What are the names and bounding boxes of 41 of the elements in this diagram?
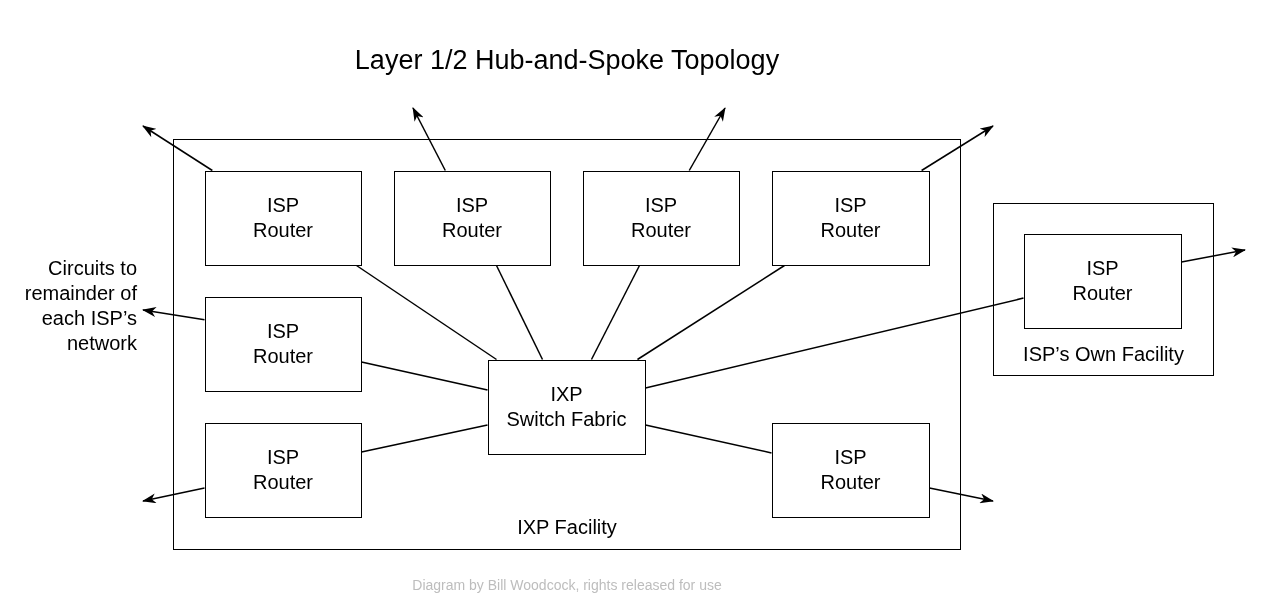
arrow (412, 107, 447, 172)
connector-line (644, 424, 773, 454)
diagram-title: Layer 1/2 Hub-and-Spoke Topology (354, 44, 780, 76)
arrow (688, 107, 726, 172)
arrow (142, 487, 206, 504)
credit-caption: Diagram by Bill Woodcock, rights released for use (412, 576, 722, 594)
router-box (771, 170, 930, 266)
router-label: ISP Router (820, 193, 881, 243)
connector-line (360, 424, 489, 453)
arrow (928, 487, 994, 504)
facility-box (173, 139, 961, 550)
router-box (204, 296, 362, 392)
router-box (582, 170, 740, 266)
router-box (1023, 233, 1182, 329)
annotation-text: Circuits to remainder of each ISP’s network (24, 256, 143, 356)
router-label: ISP Router (631, 193, 691, 243)
connector-line (644, 297, 1025, 389)
router-label: ISP Router (1072, 256, 1133, 306)
router-label: ISP Router (253, 319, 313, 369)
facility-box (993, 203, 1214, 376)
router-box (204, 422, 362, 518)
facility-label: ISP’s Own Facility (1023, 342, 1184, 366)
connector-line (360, 361, 489, 391)
connector-line (636, 264, 786, 361)
router-label: ISP Router (820, 445, 881, 495)
router-box (771, 422, 930, 518)
switch-box (487, 359, 646, 455)
arrow (920, 125, 994, 172)
facility-label: IXP Facility (517, 515, 617, 539)
router-label: ISP Router (253, 445, 313, 495)
connector-line (590, 264, 641, 361)
connector-line (495, 264, 544, 361)
router-box (204, 170, 362, 266)
router-box (393, 170, 551, 266)
router-label: ISP Router (442, 193, 502, 243)
switch-label: IXP Switch Fabric (506, 382, 627, 432)
arrow (142, 307, 206, 321)
arrow (1180, 247, 1246, 263)
connector-line (355, 264, 498, 361)
arrow (142, 125, 214, 172)
router-label: ISP Router (253, 193, 313, 243)
